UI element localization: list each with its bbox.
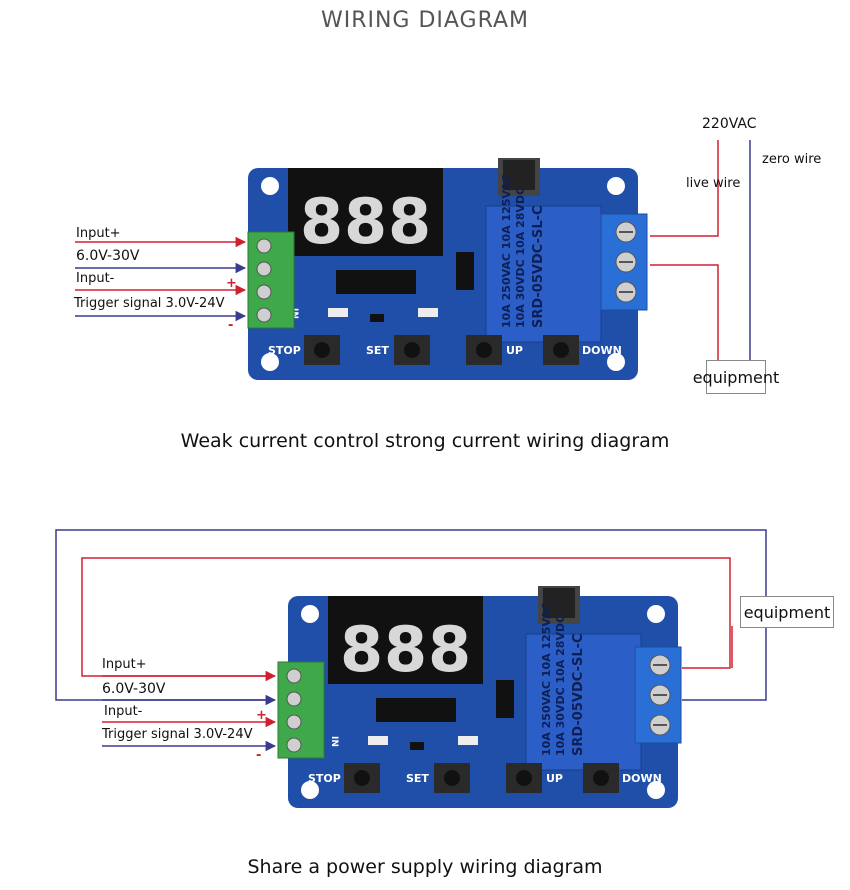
caption-1: Weak current control strong current wiri… (180, 430, 670, 452)
trigger-label-2: Trigger signal 3.0V-24V (102, 727, 253, 742)
voltage-range-label-2: 6.0V-30V (102, 681, 166, 697)
relay-terminal-1 (600, 213, 648, 311)
live-wire-label: live wire (686, 176, 741, 191)
input-terminal-1 (247, 231, 295, 329)
relay-board-2 (277, 585, 682, 809)
minus-sign-1: - (228, 318, 234, 333)
trigger-label-1: Trigger signal 3.0V-24V (74, 296, 225, 311)
mains-label: 220VAC (702, 116, 757, 132)
equipment-return-line (682, 626, 767, 701)
relay-terminal-2 (634, 646, 682, 744)
page-title: WIRING DIAGRAM (320, 8, 530, 33)
input-plus-label-2: Input+ (102, 657, 147, 672)
live-wire-line (650, 140, 719, 237)
plus-sign-1: + (226, 276, 237, 291)
equipment-box-1: equipment (693, 360, 779, 394)
relay-board-1 (247, 157, 648, 381)
minus-sign-2: - (256, 748, 262, 763)
input-plus-label-1: Input+ (76, 226, 121, 241)
switched-live-line (650, 264, 719, 360)
caption-2: Share a power supply wiring diagram (247, 856, 603, 878)
input-minus-label-2: Input- (104, 704, 143, 719)
voltage-range-label-1: 6.0V-30V (76, 248, 140, 264)
equipment-box-2: equipment (740, 596, 834, 628)
input-terminal-2 (277, 661, 325, 759)
plus-sign-2: + (256, 708, 267, 723)
zero-wire-label: zero wire (762, 152, 822, 167)
input-minus-label-1: Input- (76, 271, 115, 286)
